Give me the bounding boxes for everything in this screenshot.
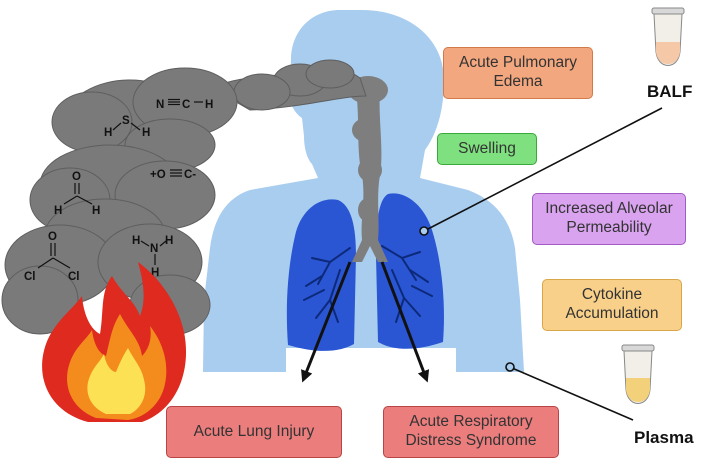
box-line: Permeability (566, 219, 652, 236)
plasma-pointer-line (511, 367, 634, 421)
svg-text:C-: C- (184, 169, 196, 181)
svg-text:N: N (156, 99, 164, 111)
arrow-to-ards (380, 261, 430, 383)
svg-text:O: O (72, 171, 81, 183)
box-line: Accumulation (565, 305, 659, 322)
balf-sample-point (419, 226, 429, 236)
plasma-label: Plasma (634, 428, 694, 447)
bronchial-tree (303, 245, 433, 323)
box-line: Acute Pulmonary (458, 54, 578, 72)
molecule-ammonia: H N H H (132, 235, 173, 279)
svg-text:Cl: Cl (68, 271, 80, 283)
svg-text:H: H (54, 205, 62, 217)
plasma-sample-point (505, 362, 515, 372)
molecule-h2s: H S H (104, 115, 150, 139)
svg-text:H: H (142, 127, 150, 139)
svg-text:S: S (122, 115, 130, 127)
svg-text:N: N (150, 243, 158, 255)
svg-text:C: C (182, 99, 190, 111)
balf-tube-icon (651, 7, 685, 66)
box-line: Increased Alveolar (545, 200, 673, 218)
smoke-clouds (1, 59, 367, 336)
box-line: Edema (493, 73, 543, 90)
outcome-arrows (301, 261, 430, 383)
svg-text:H: H (165, 235, 173, 247)
svg-text:H: H (132, 235, 140, 247)
svg-text:+O: +O (150, 169, 166, 181)
molecule-hcn: N C H (156, 98, 213, 111)
box-ards: Acute Respiratory Distress Syndrome (383, 406, 559, 458)
box-line: Swelling (458, 139, 516, 157)
svg-text:H: H (151, 267, 159, 279)
box-line: Cytokine (581, 286, 643, 304)
svg-text:H: H (205, 99, 213, 111)
box-swelling: Swelling (437, 133, 537, 165)
box-increased-alveolar-permeability: Increased Alveolar Permeability (532, 193, 686, 245)
box-line: Acute Respiratory (409, 413, 533, 431)
trachea-smoke (348, 76, 388, 262)
box-acute-lung-injury: Acute Lung Injury (166, 406, 342, 458)
svg-text:Cl: Cl (24, 271, 36, 283)
molecule-carbon-monoxide: +O C- (150, 169, 196, 181)
plasma-tube-icon (621, 344, 655, 404)
arrow-to-lung-injury (301, 261, 352, 383)
svg-text:O: O (48, 231, 57, 243)
molecule-formaldehyde: O H H (54, 171, 100, 217)
balf-label: BALF (647, 82, 693, 101)
svg-text:H: H (92, 205, 100, 217)
box-line: Distress Syndrome (405, 432, 537, 449)
molecule-phosgene: O Cl Cl (24, 231, 80, 283)
left-lung (286, 199, 356, 351)
balf-pointer-line (425, 107, 663, 231)
fire-icon (42, 262, 187, 422)
svg-text:H: H (104, 127, 112, 139)
sampling-lines (419, 107, 663, 421)
box-acute-pulmonary-edema: Acute Pulmonary Edema (443, 47, 593, 99)
box-line: Acute Lung Injury (193, 422, 315, 440)
box-cytokine-accumulation: Cytokine Accumulation (542, 279, 682, 331)
